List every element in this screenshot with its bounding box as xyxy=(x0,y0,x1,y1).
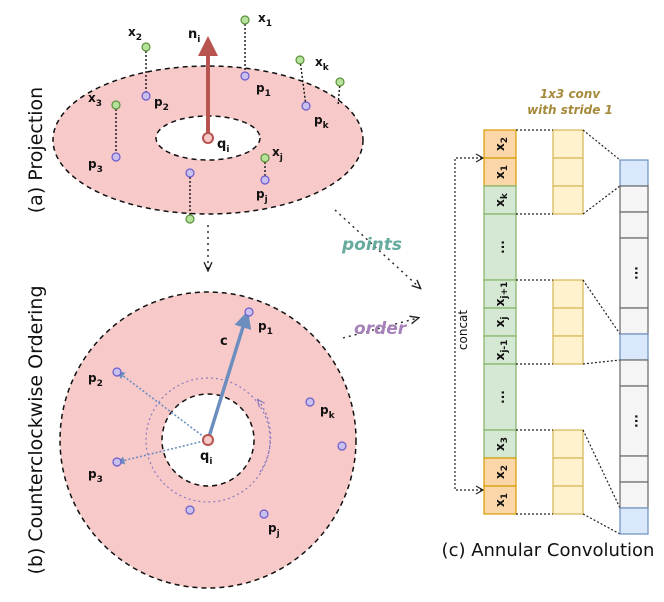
label-p1-b: p1 xyxy=(258,319,273,337)
conv-label-line1: 1x3 conv xyxy=(540,87,602,101)
order-flow-label: order xyxy=(354,319,408,339)
panel-annular-convolution: concat x2 x1 xk... xj+1 xj xj-1... x3 x2 x1 ....… xyxy=(442,87,655,561)
label-pj-b: pj xyxy=(268,521,280,539)
label-p1: p1 xyxy=(256,81,271,99)
concat-label: concat xyxy=(456,310,470,350)
kernel-cell xyxy=(552,429,584,459)
output-cell xyxy=(619,359,649,387)
vector-c-label: c xyxy=(220,334,228,349)
output-cell xyxy=(619,307,649,335)
label-pk: pk xyxy=(314,113,330,131)
label-pj: pj xyxy=(256,187,268,205)
normal-label: ni xyxy=(188,27,200,45)
output-connector xyxy=(582,513,621,535)
stack-cell-label: x2 xyxy=(493,137,510,151)
output-connector xyxy=(582,129,621,161)
output-cell xyxy=(619,185,649,213)
output-ellipsis: ... xyxy=(627,414,641,428)
center-label-qi: qi xyxy=(217,137,229,155)
stack-cell-label: x1 xyxy=(493,493,510,507)
output-connector xyxy=(582,359,621,365)
output-cell xyxy=(619,211,649,239)
points-flow-label: points xyxy=(341,235,402,255)
output-cell xyxy=(619,455,649,483)
kernel-cell xyxy=(552,457,584,487)
panel-ordering: (b) Counterclockwise Ordering c qi p1 p2 xyxy=(25,285,357,589)
stack-cell-label: xk xyxy=(493,192,510,207)
stack-cell-label: x2 xyxy=(493,465,510,479)
stack-cell xyxy=(483,363,517,431)
ordering-circle xyxy=(145,377,271,503)
label-p3-b: p3 xyxy=(88,467,103,485)
kernel-cell xyxy=(552,485,584,515)
stack-cell-label: ... xyxy=(493,240,507,254)
label-p2-b: p2 xyxy=(88,371,103,389)
center-point-qi xyxy=(202,132,214,144)
stack-cell xyxy=(483,457,517,487)
stack-cell xyxy=(483,129,517,159)
kernel-cell xyxy=(552,307,584,337)
label-x3: x3 xyxy=(88,91,102,109)
vector-to-p2 xyxy=(116,371,209,441)
conv-kernels xyxy=(516,129,621,535)
stack-cell-label: xj-1 xyxy=(493,340,510,361)
panel-a-title: (a) Projection xyxy=(25,87,47,213)
output-cell xyxy=(619,159,649,187)
output-cell xyxy=(619,333,649,361)
conv-label-line2: with stride 1 xyxy=(527,103,613,117)
center-label-qi-b: qi xyxy=(200,449,212,467)
arrow-order-flow xyxy=(342,318,418,339)
stack-cell-label: xj xyxy=(493,317,510,328)
arrow-points-flow xyxy=(334,209,420,288)
stack-cell xyxy=(483,429,517,459)
label-p3: p3 xyxy=(88,157,103,175)
panel-projection: (a) Projection ni qi xyxy=(25,11,364,224)
label-p2: p2 xyxy=(154,95,169,113)
panel-c-title: (c) Annular Convolution xyxy=(442,540,655,561)
output-feature-column: ...... xyxy=(619,159,649,535)
original-points xyxy=(111,15,345,224)
vector-to-p3 xyxy=(116,439,209,465)
reference-vector-c xyxy=(206,310,252,441)
output-ellipsis: ... xyxy=(627,266,641,280)
output-connector xyxy=(582,279,621,335)
stack-cell-label: xj+1 xyxy=(493,282,510,307)
label-xk: xk xyxy=(315,55,330,73)
label-x2: x2 xyxy=(128,25,142,43)
output-cell xyxy=(619,481,649,509)
kernel-cell xyxy=(552,129,584,159)
panel-b-title: (b) Counterclockwise Ordering xyxy=(25,285,47,574)
kernel-cell xyxy=(552,279,584,309)
ordered-points xyxy=(112,307,347,519)
label-x1: x1 xyxy=(258,11,272,29)
center-point-qi-b xyxy=(202,434,214,446)
input-feature-stack: x2 x1 xk... xj+1 xj xj-1... x3 x2 x1 xyxy=(483,129,517,515)
output-cell xyxy=(619,237,649,309)
output-cell xyxy=(619,385,649,457)
stack-cell-label: x1 xyxy=(493,165,510,179)
kernel-cell xyxy=(552,185,584,215)
stack-cell-label: x3 xyxy=(493,437,510,451)
kernel-cell xyxy=(552,335,584,365)
label-xj: xj xyxy=(272,145,283,163)
output-cell xyxy=(619,507,649,535)
stack-cell xyxy=(483,485,517,515)
output-connector xyxy=(582,429,621,509)
concat-bracket xyxy=(454,157,482,491)
stack-cell xyxy=(483,307,517,337)
label-pk-b: pk xyxy=(320,403,336,421)
projected-points xyxy=(111,71,311,185)
kernel-cell xyxy=(552,157,584,187)
stack-cell-label: ... xyxy=(493,390,507,404)
output-connector xyxy=(582,185,621,215)
